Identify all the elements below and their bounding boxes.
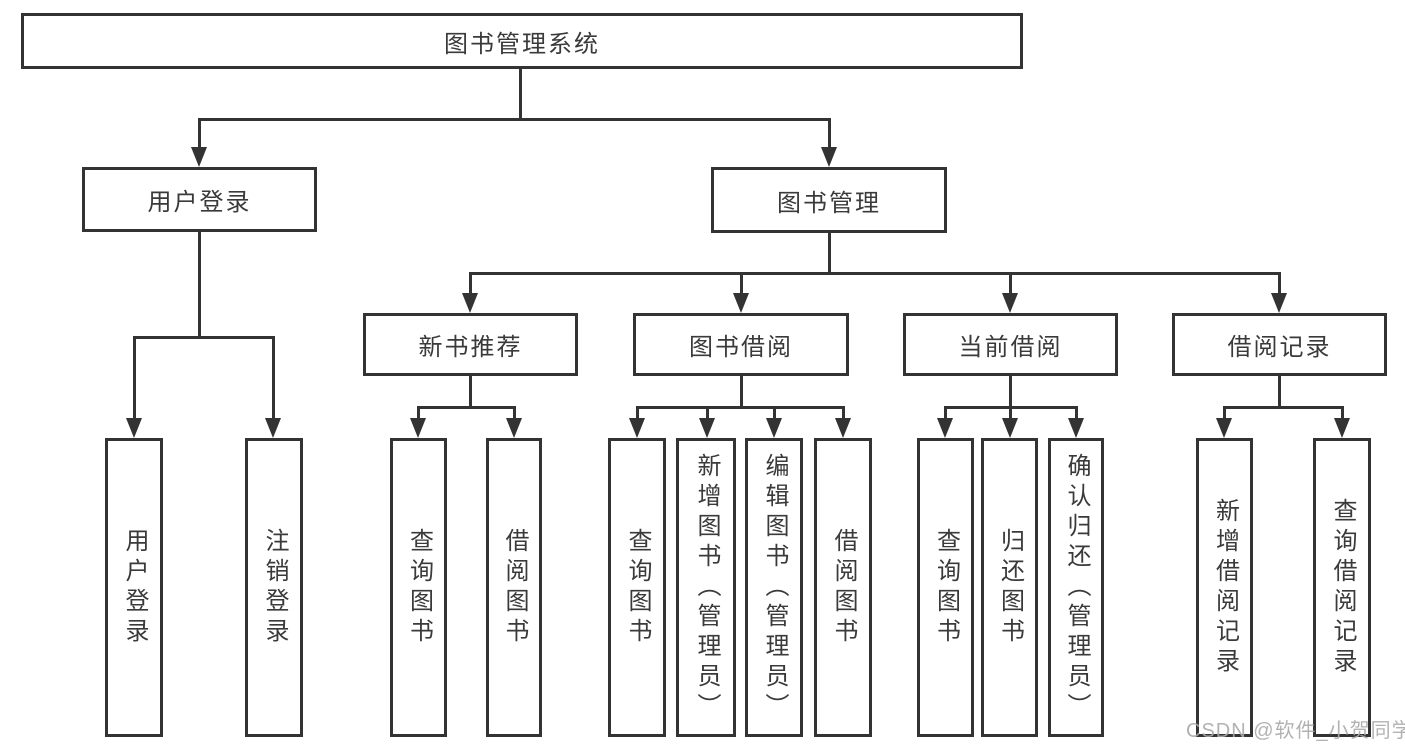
- arrow-query-books-1: [410, 418, 426, 438]
- leaf-query-borrow-record: 查询借阅记录: [1313, 438, 1371, 737]
- connector-drop-borrow-records: [1278, 272, 1281, 295]
- arrow-leaf-logout: [265, 418, 281, 438]
- arrow-add-books: [699, 418, 715, 438]
- arrow-query-borrow-record: [1334, 418, 1350, 438]
- node-current-borrow: 当前借阅: [903, 313, 1118, 376]
- leaf-borrow-books-1: 借阅图书: [486, 438, 542, 737]
- connector-user-login-stem: [198, 232, 201, 336]
- connector-drop-book-management: [828, 118, 831, 149]
- arrow-edit-books: [766, 418, 782, 438]
- connector-drop-query-borrow-record: [1341, 406, 1344, 420]
- connector-drop-current-borrow: [1009, 272, 1012, 295]
- node-root: 图书管理系统: [21, 13, 1023, 69]
- connector-drop-borrow-books-1: [513, 406, 516, 420]
- leaf-confirm-return-admin: 确认归还（管理员）: [1048, 438, 1104, 737]
- connector-drop-new-book: [469, 272, 472, 295]
- connector-drop-confirm-return: [1075, 406, 1078, 420]
- leaf-query-books-1: 查询图书: [390, 438, 447, 737]
- leaf-add-books-admin: 新增图书（管理员）: [676, 438, 736, 737]
- arrow-query-books-3: [937, 418, 953, 438]
- arrow-query-books-2: [629, 418, 645, 438]
- arrow-user-login: [191, 147, 207, 167]
- connector-drop-borrow-books-2: [842, 406, 845, 420]
- arrow-book-borrow: [733, 293, 749, 313]
- arrow-current-borrow: [1002, 293, 1018, 313]
- connector-drop-book-borrow: [740, 272, 743, 295]
- connector-book-borrow-bar: [636, 406, 845, 409]
- connector-current-borrow-stem: [1009, 376, 1012, 406]
- arrow-book-management: [821, 147, 837, 167]
- connector-drop-query-books-2: [636, 406, 639, 420]
- arrow-borrow-records: [1271, 293, 1287, 313]
- connector-drop-query-books-1: [417, 406, 420, 420]
- connector-borrow-records-bar: [1223, 406, 1344, 409]
- connector-drop-query-books-3: [944, 406, 947, 420]
- connector-book-borrow-stem: [740, 376, 743, 406]
- arrow-return-books: [1002, 418, 1018, 438]
- leaf-return-books: 归还图书: [981, 438, 1038, 737]
- arrow-new-book: [462, 293, 478, 313]
- node-book-management: 图书管理: [711, 167, 947, 233]
- connector-drop-add-books: [706, 406, 709, 420]
- node-new-book-recommend: 新书推荐: [363, 313, 578, 376]
- connector-drop-leaf-logout: [272, 336, 275, 419]
- connector-drop-edit-books: [773, 406, 776, 420]
- leaf-query-books-2: 查询图书: [608, 438, 666, 737]
- arrow-confirm-return: [1068, 418, 1084, 438]
- arrow-borrow-books-2: [835, 418, 851, 438]
- leaf-logout: 注销登录: [245, 438, 303, 737]
- connector-borrow-records-stem: [1278, 376, 1281, 406]
- connector-drop-leaf-user-login: [133, 336, 136, 419]
- connector-user-login-bar: [133, 336, 275, 339]
- connector-book-management-stem: [828, 233, 831, 272]
- connector-root-stem: [519, 69, 522, 118]
- connector-new-book-stem: [469, 376, 472, 406]
- node-borrow-records: 借阅记录: [1172, 313, 1387, 376]
- connector-root-bar: [198, 118, 831, 121]
- leaf-borrow-books-2: 借阅图书: [814, 438, 872, 737]
- leaf-user-login: 用户登录: [105, 438, 163, 737]
- leaf-query-books-3: 查询图书: [917, 438, 974, 737]
- csdn-watermark: CSDN @软件_小贺同学: [1186, 720, 1405, 742]
- node-book-borrow: 图书借阅: [633, 313, 849, 376]
- leaf-edit-books-admin: 编辑图书（管理员）: [745, 438, 803, 737]
- arrow-add-borrow-record: [1216, 418, 1232, 438]
- arrow-leaf-user-login: [126, 418, 142, 438]
- leaf-add-borrow-record: 新增借阅记录: [1196, 438, 1253, 737]
- connector-drop-add-borrow-record: [1223, 406, 1226, 420]
- connector-drop-user-login: [198, 118, 201, 149]
- connector-book-management-bar: [469, 272, 1281, 275]
- connector-new-book-bar: [417, 406, 516, 409]
- node-user-login: 用户登录: [82, 167, 317, 232]
- connector-drop-return-books: [1009, 406, 1012, 420]
- arrow-borrow-books-1: [506, 418, 522, 438]
